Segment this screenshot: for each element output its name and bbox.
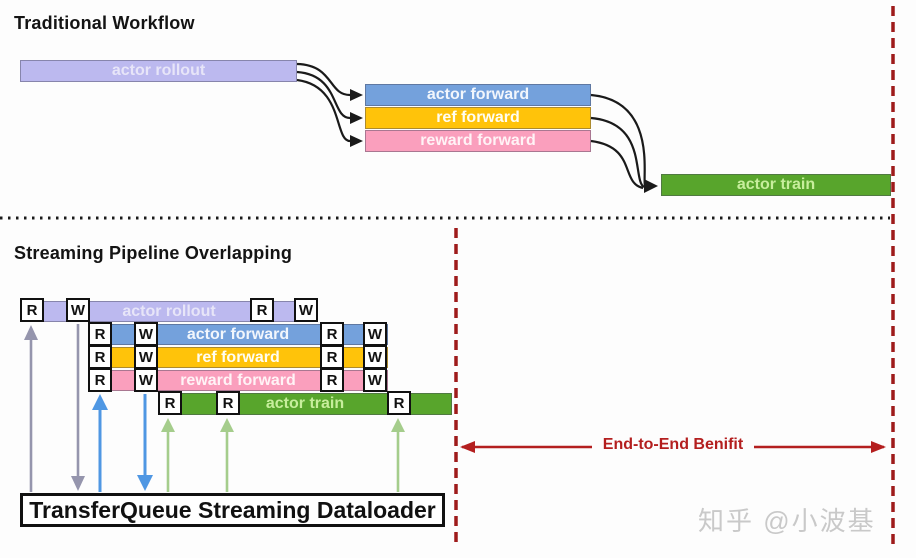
write-marker: W [66, 298, 90, 322]
streaming-actor-rollout-bar: actor rollout [20, 301, 318, 322]
read-marker: R [250, 298, 274, 322]
ref-forward-label: ref forward [436, 109, 520, 126]
write-marker: W [363, 345, 387, 369]
read-marker: R [88, 368, 112, 392]
traditional-workflow-title: Traditional Workflow [14, 13, 195, 33]
read-marker: R [216, 391, 240, 415]
actor-train-label: actor train [736, 176, 816, 193]
actor-rollout-label: actor rollout [111, 62, 206, 79]
forward-to-train-arrows [590, 93, 647, 190]
read-marker: R [320, 345, 344, 369]
actor-forward-label: actor forward [426, 86, 530, 103]
write-marker: W [134, 345, 158, 369]
end-to-end-benefit-label: End-to-End Benifit [592, 436, 754, 454]
traditional-actor-forward-bar: actor forward [365, 84, 591, 106]
streaming-actor-rollout-label: actor rollout [122, 302, 216, 320]
write-marker: W [363, 322, 387, 346]
streaming-actor-forward-label: actor forward [186, 325, 290, 343]
read-marker: R [88, 322, 112, 346]
transferqueue-dataloader-box: TransferQueue Streaming Dataloader [20, 493, 445, 527]
streaming-actor-forward-bar: actor forward [88, 324, 388, 345]
rollout-to-forward-arrows [296, 62, 351, 143]
train-arrowhead [644, 179, 658, 193]
forward-read-arrow-up [92, 394, 108, 492]
read-marker: R [320, 322, 344, 346]
streaming-reward-forward-label: reward forward [180, 371, 296, 389]
traditional-ref-forward-bar: ref forward [365, 107, 591, 129]
transferqueue-dataloader-label: TransferQueue Streaming Dataloader [29, 496, 436, 523]
rollout-read-arrow-up [24, 325, 38, 492]
write-marker: W [363, 368, 387, 392]
streaming-pipeline-title: Streaming Pipeline Overlapping [14, 243, 293, 263]
streaming-ref-forward-bar: ref forward [88, 347, 388, 368]
read-marker: R [158, 391, 182, 415]
read-marker: R [387, 391, 411, 415]
traditional-actor-train-bar: actor train [661, 174, 891, 196]
forward-write-arrow-down [137, 394, 153, 491]
rollout-arrowheads [350, 89, 363, 147]
traditional-actor-rollout-bar: actor rollout [20, 60, 297, 82]
read-marker: R [20, 298, 44, 322]
watermark-text: 知乎 @小波基 [698, 506, 876, 536]
write-marker: W [294, 298, 318, 322]
read-marker: R [320, 368, 344, 392]
traditional-reward-forward-bar: reward forward [365, 130, 591, 152]
write-marker: W [134, 322, 158, 346]
read-marker: R [88, 345, 112, 369]
rollout-write-arrow-down [71, 324, 85, 491]
streaming-reward-forward-bar: reward forward [88, 370, 388, 391]
streaming-actor-train-label: actor train [265, 395, 345, 412]
streaming-ref-forward-label: ref forward [196, 348, 280, 366]
reward-forward-label: reward forward [420, 132, 536, 149]
train-read-arrows-up [161, 418, 405, 492]
write-marker: W [134, 368, 158, 392]
